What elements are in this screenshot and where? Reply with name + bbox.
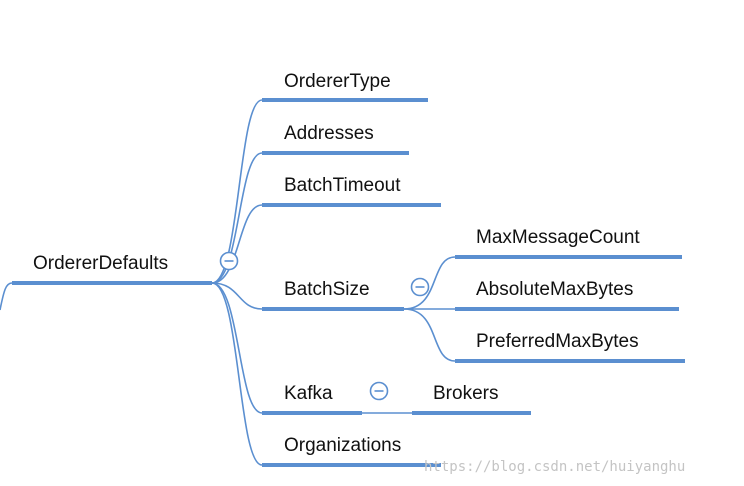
node-brokers[interactable]: Brokers: [412, 383, 531, 415]
connector-parent-root: [0, 282, 13, 311]
node-underline-preferred-max-bytes: [455, 359, 685, 363]
node-underline-batch-timeout: [262, 203, 441, 207]
node-kafka[interactable]: Kafka: [262, 383, 362, 415]
node-label-organizations: Organizations: [284, 435, 401, 456]
node-absolute-max-bytes[interactable]: AbsoluteMaxBytes: [455, 279, 679, 311]
connector-batchsize-maxmessagecount: [403, 256, 456, 310]
node-underline-batch-size: [262, 307, 404, 311]
watermark-text: https://blog.csdn.net/huiyanghu: [424, 459, 685, 475]
collapse-toggle-kafka[interactable]: [369, 381, 389, 401]
node-label-brokers: Brokers: [433, 383, 498, 404]
node-orderer-defaults[interactable]: OrdererDefaults: [12, 253, 212, 285]
node-label-addresses: Addresses: [284, 123, 374, 144]
node-batch-size[interactable]: BatchSize: [262, 279, 404, 311]
node-organizations[interactable]: Organizations: [262, 435, 441, 467]
node-label-batch-size: BatchSize: [284, 279, 370, 300]
node-max-message-count[interactable]: MaxMessageCount: [455, 227, 682, 259]
node-underline-orderer-type: [262, 98, 428, 102]
connector-root-batchtimeout: [211, 204, 263, 284]
node-label-kafka: Kafka: [284, 383, 333, 404]
node-orderer-type[interactable]: OrdererType: [262, 71, 428, 102]
connector-root-batchsize: [211, 282, 263, 310]
connector-root-kafka: [211, 282, 263, 414]
connector-batchsize-preferredmaxbytes: [403, 308, 456, 362]
node-label-orderer-type: OrdererType: [284, 71, 391, 92]
connector-root-addresses: [211, 152, 263, 284]
node-underline-absolute-max-bytes: [455, 307, 679, 311]
node-underline-kafka: [262, 411, 362, 415]
node-label-preferred-max-bytes: PreferredMaxBytes: [476, 331, 639, 352]
node-underline-addresses: [262, 151, 409, 155]
collapse-toggle-batch-size[interactable]: [410, 277, 430, 297]
connector-root-orderertype: [211, 99, 263, 284]
node-underline-orderer-defaults: [12, 281, 212, 285]
node-underline-organizations: [262, 463, 441, 467]
connector-lines: [0, 99, 456, 466]
node-label-orderer-defaults: OrdererDefaults: [33, 253, 168, 274]
node-underline-brokers: [412, 411, 531, 415]
collapse-toggle-orderer-defaults[interactable]: [219, 251, 239, 271]
node-underline-max-message-count: [455, 255, 682, 259]
node-label-max-message-count: MaxMessageCount: [476, 227, 640, 248]
node-batch-timeout[interactable]: BatchTimeout: [262, 175, 441, 207]
connector-root-organizations: [211, 282, 263, 466]
node-label-batch-timeout: BatchTimeout: [284, 175, 401, 196]
node-label-absolute-max-bytes: AbsoluteMaxBytes: [476, 279, 633, 300]
node-preferred-max-bytes[interactable]: PreferredMaxBytes: [455, 331, 685, 363]
node-addresses[interactable]: Addresses: [262, 123, 409, 155]
